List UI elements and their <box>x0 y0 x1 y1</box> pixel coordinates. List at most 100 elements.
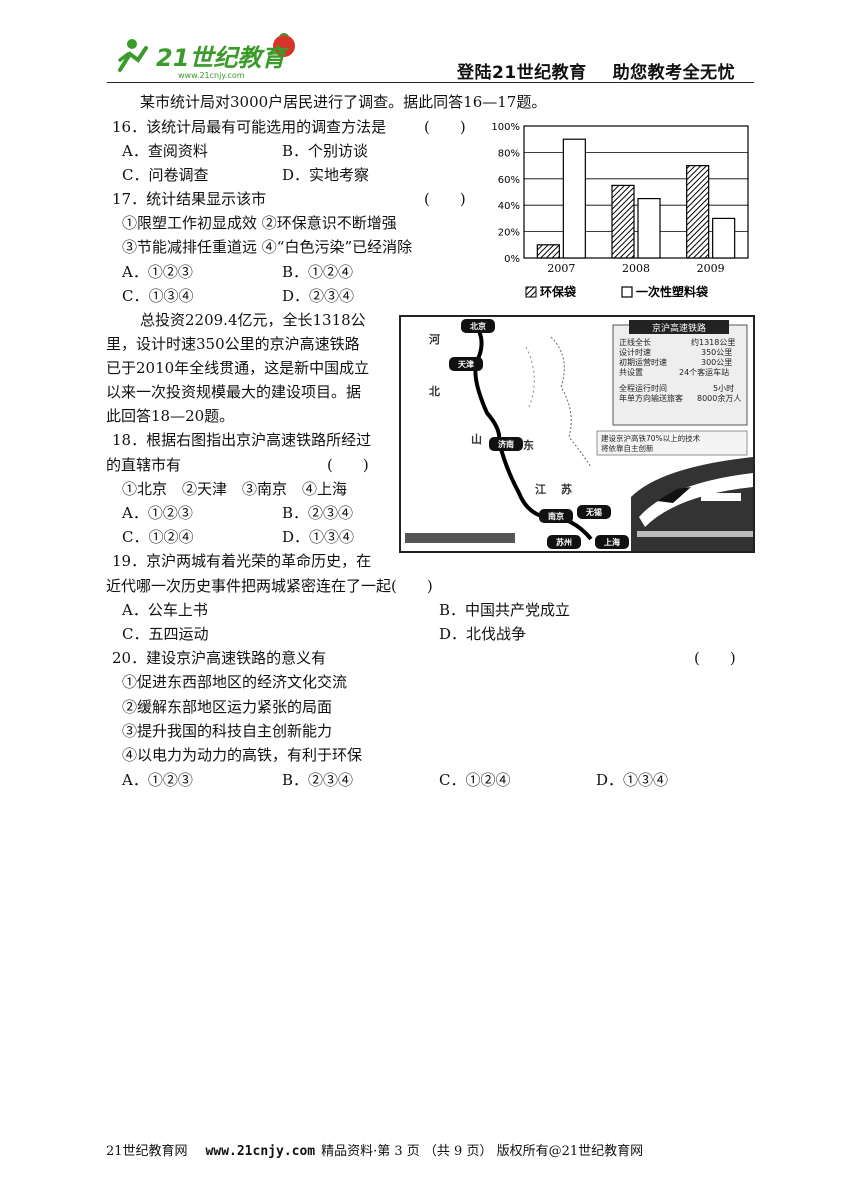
city-tianjin: 天津 <box>458 359 474 369</box>
province-label-he: 河 <box>429 332 440 346</box>
y-tick-label: 80% <box>498 148 520 159</box>
q19-stem-line1: 19．京沪两城有着光荣的革命历史，在 <box>112 552 372 570</box>
legend-label-plastic-bag: 一次性塑料袋 <box>636 284 709 299</box>
intro-18-20-line3: 已于2010年全线贯通，这是新中国成立 <box>106 359 370 377</box>
q18-items: ①北京 ②天津 ③南京 ④上海 <box>122 480 348 498</box>
x-tick-label: 2008 <box>622 262 650 275</box>
map-note-2: 将依靠自主创新 <box>601 443 654 453</box>
province-label-bei: 北 <box>429 384 440 398</box>
q18-stem-line2: 的直辖市有 <box>106 456 182 474</box>
header-slogan: 登陆21世纪教育 助您教考全无忧 <box>457 58 735 83</box>
province-label-dong: 东 <box>523 438 534 452</box>
footer-page-info: 精品资料·第 3 页 （共 9 页） 版权所有@21世纪教育网 <box>321 1144 644 1159</box>
city-beijing: 北京 <box>470 321 486 331</box>
q20-item-4: ④以电力为动力的高铁，有利于环保 <box>122 746 363 764</box>
province-label-jiang: 江 <box>535 482 546 496</box>
bar-chart-svg: 0% 20% 40% 60% 80% 100% 2007 2008 2009 环保袋 一次性塑料袋 <box>491 122 749 299</box>
site-logo: 21世纪教育 www.21cnjy.com <box>112 30 312 82</box>
logo-text: 21世纪教育 <box>156 44 289 72</box>
slogan-left: 登陆21世纪教育 <box>457 63 587 83</box>
province-label-su: 苏 <box>561 482 572 496</box>
header-divider <box>107 82 754 83</box>
q17-option-a: A．①②③ <box>122 263 193 281</box>
q20-item-2: ②缓解东部地区运力紧张的局面 <box>122 698 333 716</box>
map-info-value-6: 8000余万人 <box>697 393 741 403</box>
y-tick-label: 100% <box>491 122 520 133</box>
logo-url: www.21cnjy.com <box>178 71 245 80</box>
x-tick-label: 2007 <box>547 262 575 275</box>
map-info-label-4: 共设置 <box>619 367 643 377</box>
page-footer: 21世纪教育网 www.21cnjy.com 精品资料·第 3 页 （共 9 页） … <box>106 1140 643 1159</box>
bag-usage-chart: 0% 20% 40% 60% 80% 100% 2007 2008 2009 环保袋 一次性塑料袋 <box>484 116 760 311</box>
q20-option-a: A．①②③ <box>122 771 193 789</box>
q17-items-2: ③节能减排任重道远 ④“白色污染”已经消除 <box>122 238 413 256</box>
bar-plastic-bag <box>562 138 586 259</box>
q20-answer-paren: ( ) <box>694 649 736 667</box>
q19-stem-line2: 近代哪一次历史事件把两城紧密连在了一起( ) <box>106 577 433 595</box>
train-icon <box>631 457 753 551</box>
footer-url[interactable]: www.21cnjy.com <box>205 1144 316 1159</box>
bar-eco-bag <box>536 244 560 259</box>
intro-16-17: 某市统计局对3000户居民进行了调查。据此同答16—17题。 <box>140 93 547 111</box>
q19-option-b: B．中国共产党成立 <box>439 601 571 619</box>
city-suzhou: 苏州 <box>556 537 572 547</box>
q18-option-d: D．①③④ <box>282 528 355 546</box>
province-label-shan: 山 <box>471 432 482 446</box>
q20-option-d: D．①③④ <box>596 771 669 789</box>
y-tick-label: 20% <box>498 228 520 239</box>
q16-answer-paren: ( ) <box>424 118 466 136</box>
map-info-label-2: 设计时速 <box>619 347 651 357</box>
q18-stem-line1: 18．根据右图指出京沪高速铁路所经过 <box>112 431 372 449</box>
q18-option-c: C．①②④ <box>122 528 194 546</box>
bar-plastic-bag <box>712 217 736 259</box>
q20-item-3: ③提升我国的科技自主创新能力 <box>122 722 333 740</box>
q16-option-d: D．实地考察 <box>282 166 370 184</box>
legend-label-eco-bag: 环保袋 <box>540 284 577 299</box>
y-tick-label: 40% <box>498 201 520 212</box>
bar-eco-bag <box>686 164 710 259</box>
city-jinan: 济南 <box>498 439 514 449</box>
map-info-value-5: 5小时 <box>713 383 734 393</box>
intro-18-20-line5: 此回答18—20题。 <box>106 407 235 425</box>
map-info-value-2: 350公里 <box>701 348 732 357</box>
intro-18-20-line4: 以来一次投资规模最大的建设项目。据 <box>106 383 362 401</box>
city-nanjing: 南京 <box>548 511 564 521</box>
map-info-value-3: 300公里 <box>701 358 732 367</box>
logo-graphic: 21世纪教育 www.21cnjy.com <box>118 33 295 80</box>
city-wuxi: 无锡 <box>585 507 602 517</box>
railway-map-svg: 京沪高速铁路 正线全长 约1318公里 设计时速 350公里 初期运营时速 30… <box>405 319 753 551</box>
intro-18-20-line2: 里，设计时速350公里的京沪高速铁路 <box>106 335 360 353</box>
q18-option-b: B．②③④ <box>282 504 354 522</box>
q17-option-d: D．②③④ <box>282 287 355 305</box>
q16-stem: 16．该统计局最有可能选用的调查方法是 <box>112 118 387 136</box>
map-info-value-1: 约1318公里 <box>691 337 735 347</box>
bar-plastic-bag <box>637 197 661 259</box>
intro-18-20-line1: 总投资2209.4亿元，全长1318公 <box>140 311 366 329</box>
legend-swatch-plastic-bag <box>621 286 633 298</box>
q19-option-c: C．五四运动 <box>122 625 209 643</box>
map-info-label-3: 初期运营时速 <box>619 357 667 367</box>
city-shanghai: 上海 <box>604 537 620 547</box>
slogan-right: 助您教考全无忧 <box>612 63 736 83</box>
railway-map: 京沪高速铁路 正线全长 约1318公里 设计时速 350公里 初期运营时速 30… <box>399 315 755 553</box>
q16-option-a: A．查阅资料 <box>122 142 208 160</box>
y-tick-label: 0% <box>504 254 520 265</box>
map-info-label-1: 正线全长 <box>619 337 651 347</box>
q20-option-c: C．①②④ <box>439 771 511 789</box>
q17-answer-paren: ( ) <box>424 190 466 208</box>
q17-items-1: ①限塑工作初显成效 ②环保意识不断增强 <box>122 214 397 232</box>
map-info-value-4: 24个客运车站 <box>679 367 729 377</box>
q19-option-d: D．北伐战争 <box>439 625 527 643</box>
q17-option-c: C．①③④ <box>122 287 194 305</box>
q20-stem: 20．建设京沪高速铁路的意义有 <box>112 649 327 667</box>
q20-item-1: ①促进东西部地区的经济文化交流 <box>122 673 348 691</box>
q19-option-a: A．公车上书 <box>122 601 208 619</box>
q16-option-c: C．问卷调查 <box>122 166 209 184</box>
q18-answer-paren: ( ) <box>327 456 369 474</box>
plot-frame <box>523 125 749 259</box>
map-info-label-5: 全程运行时间 <box>619 383 667 393</box>
y-tick-label: 60% <box>498 175 520 186</box>
footer-site-name: 21世纪教育网 <box>106 1144 188 1159</box>
q18-option-a: A．①②③ <box>122 504 193 522</box>
x-tick-label: 2009 <box>697 262 725 275</box>
